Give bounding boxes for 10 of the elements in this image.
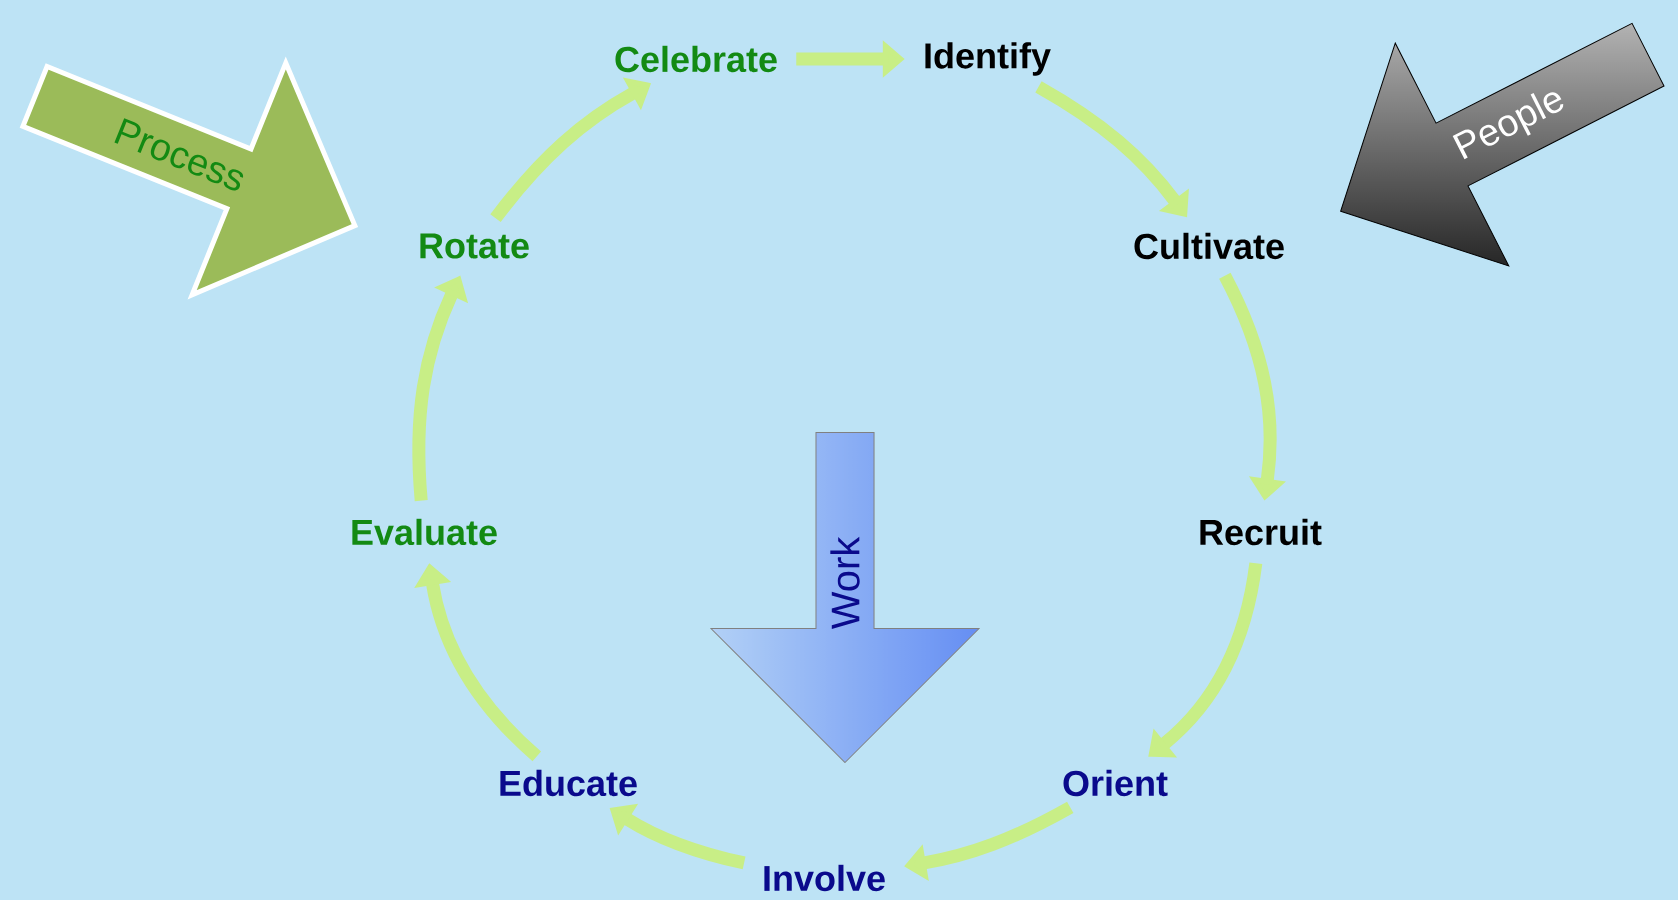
step-label: Cultivate [1134, 232, 1284, 260]
step-label: Identify [925, 42, 1051, 76]
arrow [1148, 562, 1263, 758]
step-label: Rotate [420, 233, 529, 259]
step-label: Celebrate [615, 45, 777, 73]
step-label: Recruit [1200, 518, 1322, 546]
step-label: Evaluate [352, 518, 497, 546]
step-label: Educate [500, 769, 637, 797]
step-label: Involve [764, 864, 885, 892]
step-label: Orient [1063, 769, 1168, 797]
